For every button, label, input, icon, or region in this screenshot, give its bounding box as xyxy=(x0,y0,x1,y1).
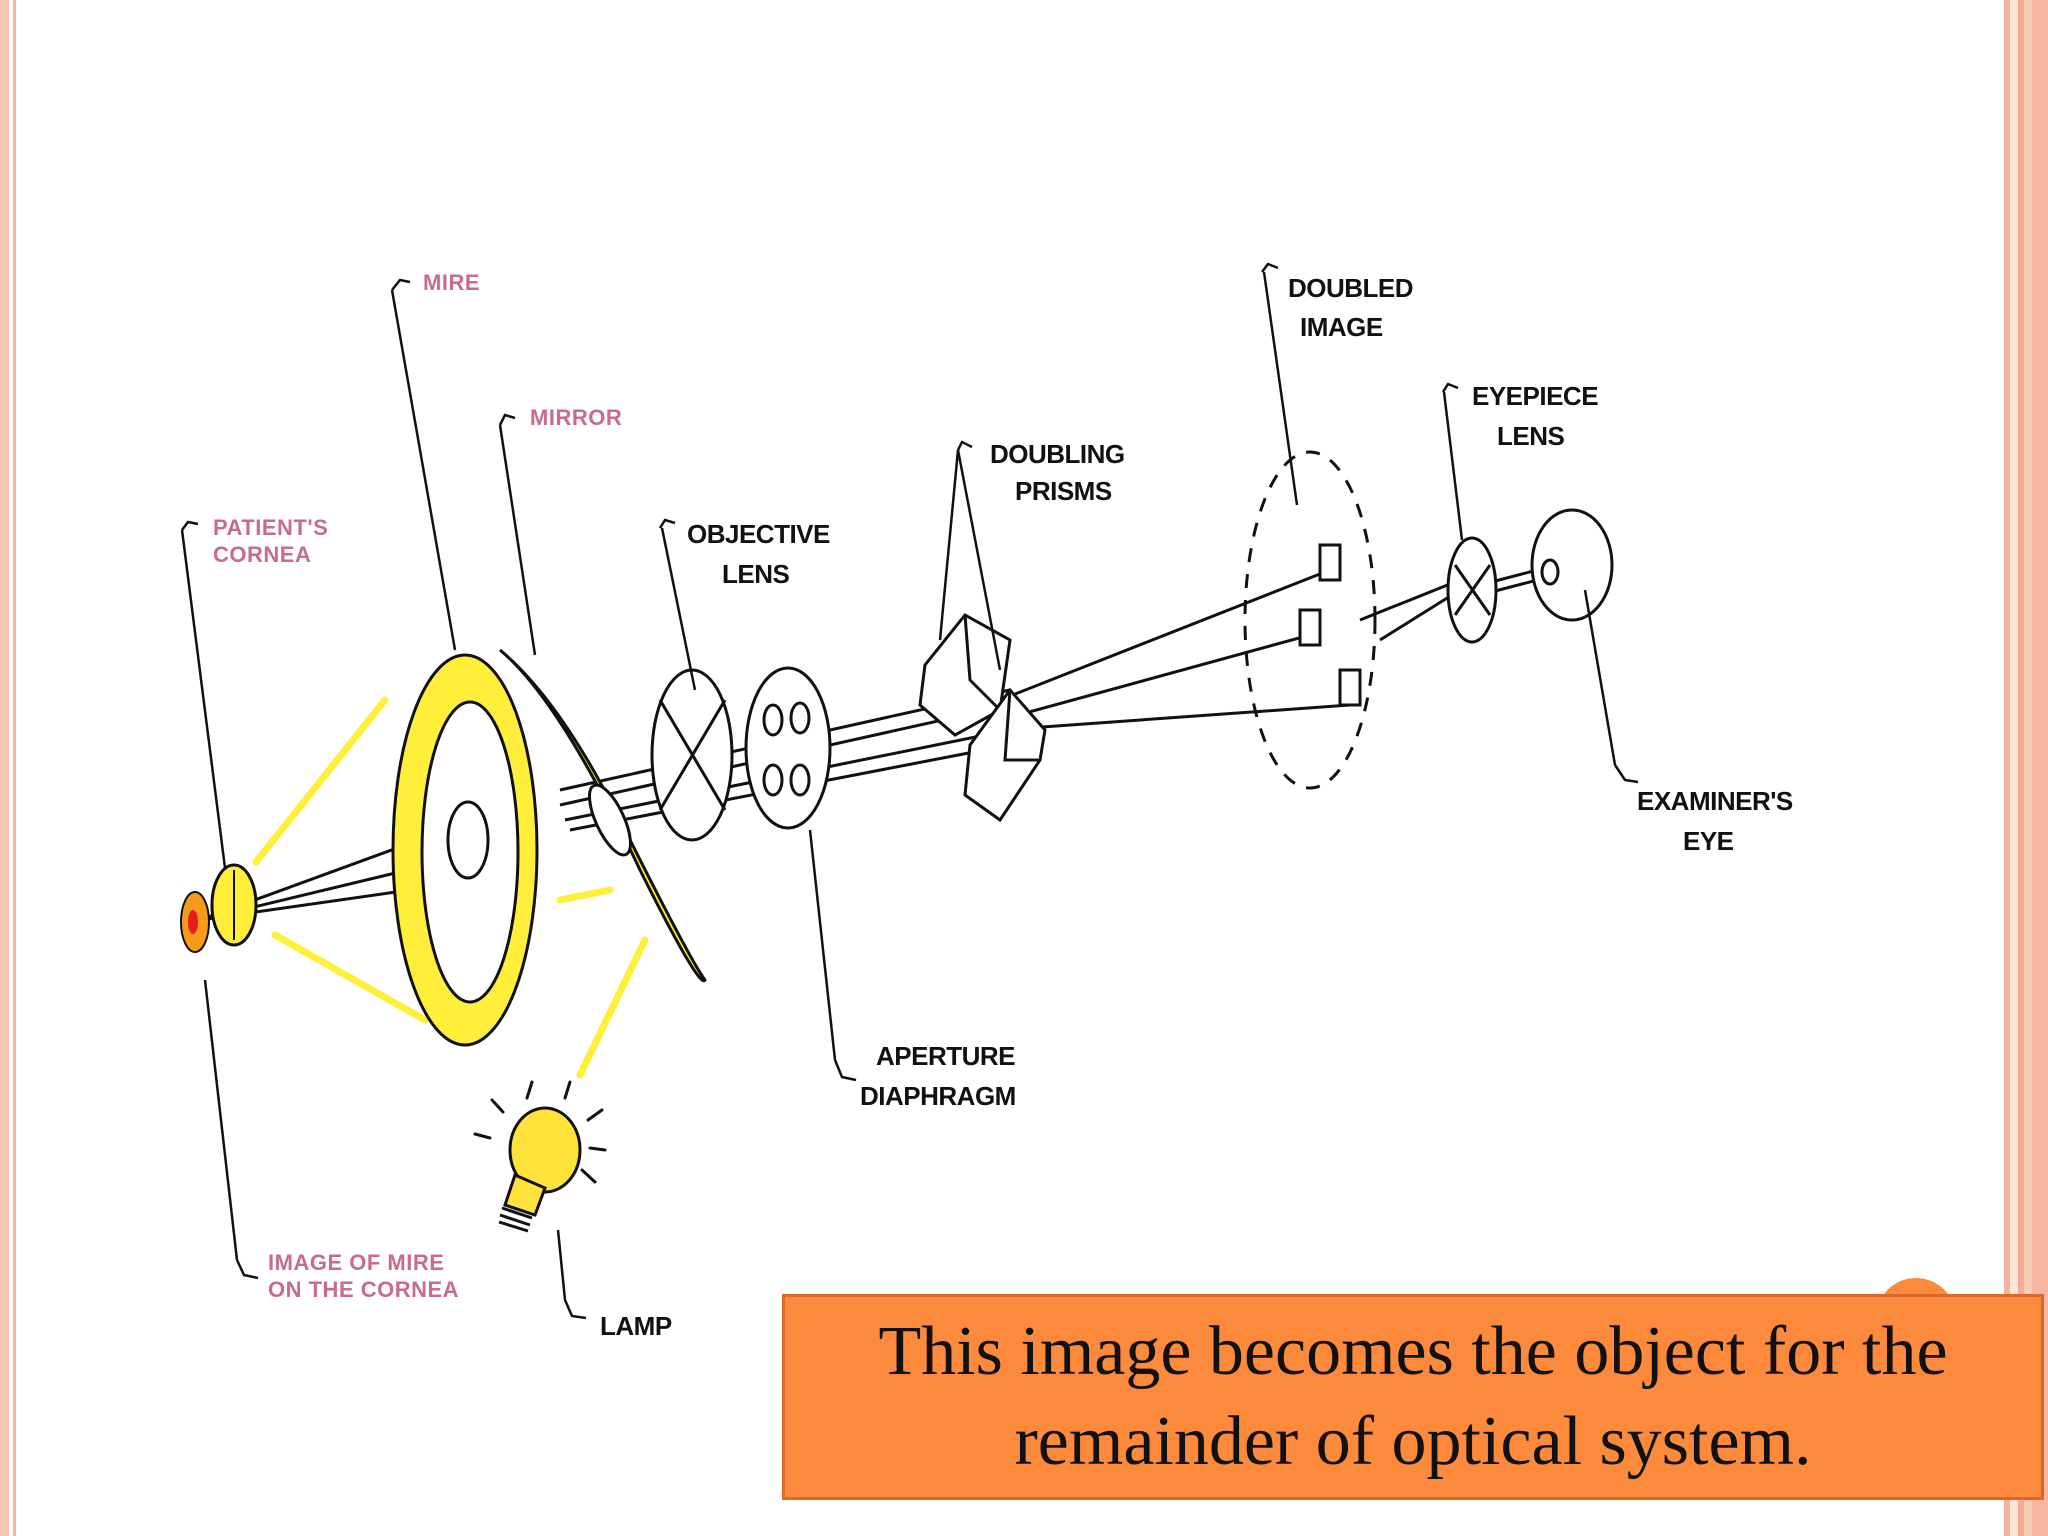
slide-border-left xyxy=(0,0,22,1536)
label-examiners-eye-1: EXAMINER'S xyxy=(1637,786,1793,816)
label-aperture-diaphragm-1: APERTURE xyxy=(876,1041,1015,1071)
label-aperture-diaphragm-2: DIAPHRAGM xyxy=(860,1081,1016,1111)
objective-lens xyxy=(650,668,734,842)
caption-text: This image becomes the object for the re… xyxy=(878,1307,1947,1487)
label-mirror: MIRROR xyxy=(530,405,622,430)
slide-border-right xyxy=(1948,0,2048,1536)
label-doubled-image-1: DOUBLED xyxy=(1288,273,1413,303)
light-rays xyxy=(252,696,649,1079)
label-patients-cornea-1: PATIENT'S xyxy=(213,515,328,540)
doubling-prisms xyxy=(918,613,1047,823)
caption-box: This image becomes the object for the re… xyxy=(782,1294,2044,1500)
label-doubling-prisms-2: PRISMS xyxy=(1015,476,1112,506)
leader-lines xyxy=(180,262,1639,1320)
eyepiece-lens xyxy=(1446,536,1498,644)
label-objective-lens-1: OBJECTIVE xyxy=(687,519,830,549)
label-lamp: LAMP xyxy=(600,1311,672,1341)
light-bulb-icon xyxy=(473,1080,607,1233)
label-patients-cornea-2: CORNEA xyxy=(213,542,311,567)
mire-ring xyxy=(391,653,539,1047)
doubled-image xyxy=(1243,450,1377,790)
label-doubled-image-2: IMAGE xyxy=(1300,312,1383,342)
label-doubling-prisms-1: DOUBLING xyxy=(990,439,1125,469)
examiners-eye xyxy=(1530,508,1614,622)
diagram-labels: MIRE MIRROR PATIENT'S CORNEA OBJECTIVE L… xyxy=(213,270,1793,1341)
label-image-of-mire-2: ON THE CORNEA xyxy=(268,1277,459,1302)
mirror xyxy=(499,648,707,983)
patients-cornea xyxy=(180,863,258,953)
label-examiners-eye-2: EYE xyxy=(1683,826,1734,856)
label-eyepiece-lens-2: LENS xyxy=(1497,421,1565,451)
caption-line-2: remainder of optical system. xyxy=(1014,1403,1812,1480)
label-image-of-mire-1: IMAGE OF MIRE xyxy=(268,1250,444,1275)
caption-line-1: This image becomes the object for the xyxy=(878,1313,1948,1390)
label-eyepiece-lens-1: EYEPIECE xyxy=(1472,381,1598,411)
label-objective-lens-2: LENS xyxy=(722,559,790,589)
label-mire: MIRE xyxy=(423,270,480,295)
aperture-diaphragm xyxy=(744,666,832,830)
